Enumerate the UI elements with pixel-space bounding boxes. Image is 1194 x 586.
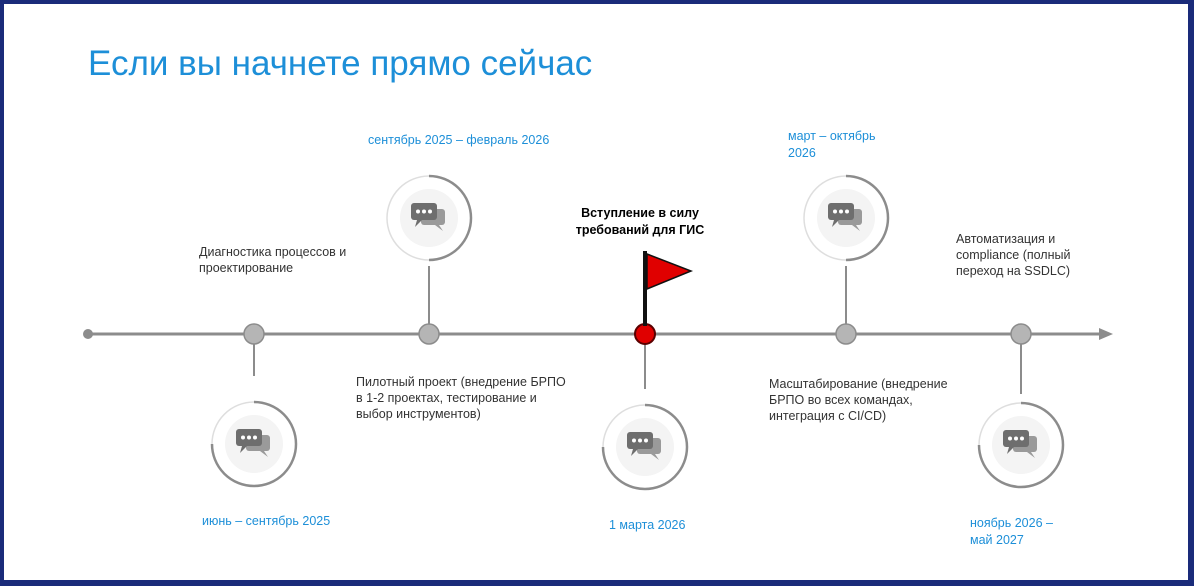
chat-bubbles-icon — [400, 189, 458, 247]
arc-accent-stage-3 — [601, 403, 689, 491]
stage-1-date: июнь – сентябрь 2025 — [202, 514, 331, 528]
arc-accent-stage-5 — [977, 401, 1065, 489]
node-milestone — [634, 323, 656, 345]
stage-2-date: сентябрь 2025 – февраль 2026 — [368, 133, 550, 147]
node-stage-1 — [243, 323, 265, 345]
stage-3-date: 1 марта 2026 — [609, 518, 686, 532]
stage-4-date: март – октябрь 2026 — [788, 129, 876, 160]
slide: Если вы начнете прямо сейчас — [4, 4, 1188, 580]
node-stage-4 — [835, 323, 857, 345]
timeline-arrowhead — [1099, 328, 1113, 340]
stage-1-description: Диагностика процессов и проектирование — [199, 245, 347, 275]
arc-accent-stage-4 — [845, 174, 890, 262]
chat-bubbles-icon — [225, 415, 283, 473]
arc-accent-stage-2 — [428, 174, 473, 262]
node-stage-2 — [418, 323, 440, 345]
chat-bubbles-icon — [817, 189, 875, 247]
timeline-diagram — [83, 174, 1113, 491]
node-stage-5 — [1010, 323, 1032, 345]
red-flag-icon — [643, 251, 694, 326]
arc-accent-stage-1 — [210, 400, 298, 488]
timeline-start-dot — [83, 329, 93, 339]
stage-5-date: ноябрь 2026 – май 2027 — [970, 516, 1053, 547]
chat-bubbles-icon — [616, 418, 674, 476]
stage-4-description: Масштабирование (внедрение БРПО во всех … — [769, 377, 948, 423]
stage-2-description: Пилотный проект (внедрение БРПО в 1-2 пр… — [356, 375, 566, 421]
stage-5-description: Автоматизация и compliance (полный перех… — [956, 232, 1071, 278]
chat-bubbles-icon — [992, 416, 1050, 474]
milestone-label: Вступление в силу требований для ГИС — [575, 206, 705, 237]
slide-title: Если вы начнете прямо сейчас — [88, 44, 593, 83]
